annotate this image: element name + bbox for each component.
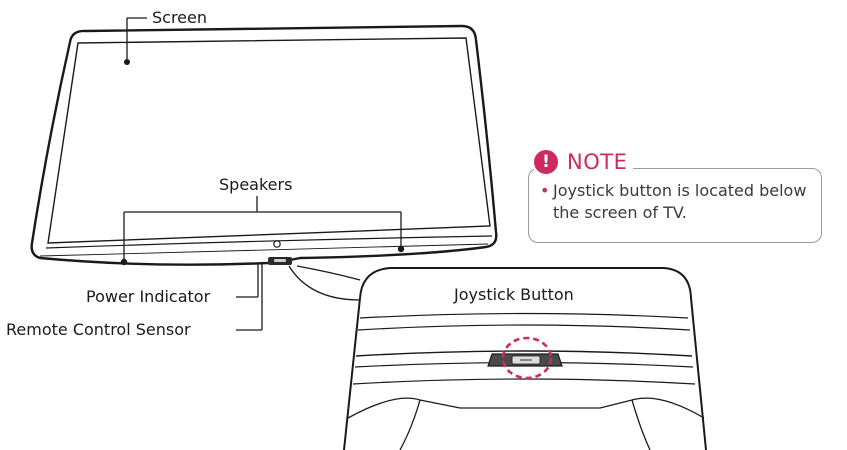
power-indicator-dot xyxy=(273,240,281,248)
note-header: ! NOTE xyxy=(534,147,634,177)
screen-callout-dot xyxy=(124,59,130,65)
speaker-right-dot xyxy=(397,245,405,253)
tv-bezel-line xyxy=(45,235,493,249)
zoom-connector xyxy=(288,265,361,301)
note-title: NOTE xyxy=(567,150,628,174)
tv-screen-panel xyxy=(47,37,491,244)
note-text: Joystick button is located below the scr… xyxy=(553,181,807,222)
label-speakers: Speakers xyxy=(219,175,293,194)
inset-stand xyxy=(347,397,705,419)
note-bullet: • xyxy=(540,181,550,200)
note-box xyxy=(528,168,822,243)
inset-line-2 xyxy=(357,324,691,331)
inset-line-3 xyxy=(355,350,693,357)
label-remote-control-sensor: Remote Control Sensor xyxy=(6,320,191,339)
speaker-left-dot xyxy=(120,258,128,266)
label-power-indicator: Power Indicator xyxy=(86,287,211,306)
joystick-highlight-circle xyxy=(501,336,553,380)
speaker-strip xyxy=(39,243,489,257)
exclamation-icon: ! xyxy=(534,150,558,174)
joystick-button-small-hi xyxy=(274,259,286,262)
label-screen: Screen xyxy=(152,8,208,27)
note-body: • Joystick button is located below the s… xyxy=(540,180,810,224)
joystick-zoom-inset xyxy=(343,267,707,450)
label-joystick-button: Joystick Button xyxy=(454,285,574,304)
inset-stand-legs xyxy=(399,399,651,450)
inset-line-1 xyxy=(359,312,689,319)
inset-line-5 xyxy=(352,378,696,385)
